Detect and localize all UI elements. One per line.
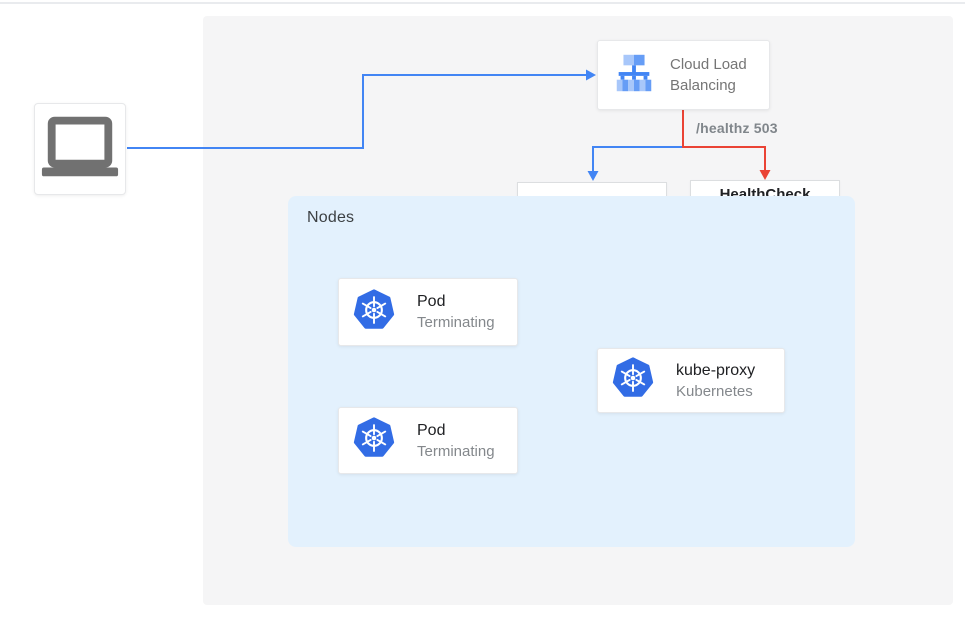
pod-node-2: Pod Terminating <box>338 407 518 474</box>
pod-title: Pod <box>417 293 446 310</box>
kubernetes-icon <box>610 355 656 406</box>
pod-node-1: Pod Terminating <box>338 278 518 346</box>
cloud-load-balancing-node: Cloud Load Balancing <box>597 40 770 110</box>
kube-proxy-subtitle: Kubernetes <box>676 382 753 400</box>
client-node <box>34 103 126 195</box>
kube-proxy-node: kube-proxy Kubernetes <box>597 348 785 413</box>
cloud-load-balancing-icon <box>611 50 657 101</box>
kubernetes-icon <box>351 415 397 466</box>
healthz-status-label: /healthz 503 <box>696 120 778 136</box>
laptop-icon <box>39 111 121 188</box>
kubernetes-icon <box>351 287 397 338</box>
pod-title: Pod <box>417 421 446 439</box>
kube-proxy-title: kube-proxy <box>676 361 756 379</box>
load-balancer-label: Cloud Load Balancing <box>670 56 747 94</box>
nodes-group-label: Nodes <box>307 209 355 226</box>
page-top-divider <box>0 2 965 4</box>
pod-status: Terminating <box>417 314 495 331</box>
pod-status: Terminating <box>417 442 495 460</box>
